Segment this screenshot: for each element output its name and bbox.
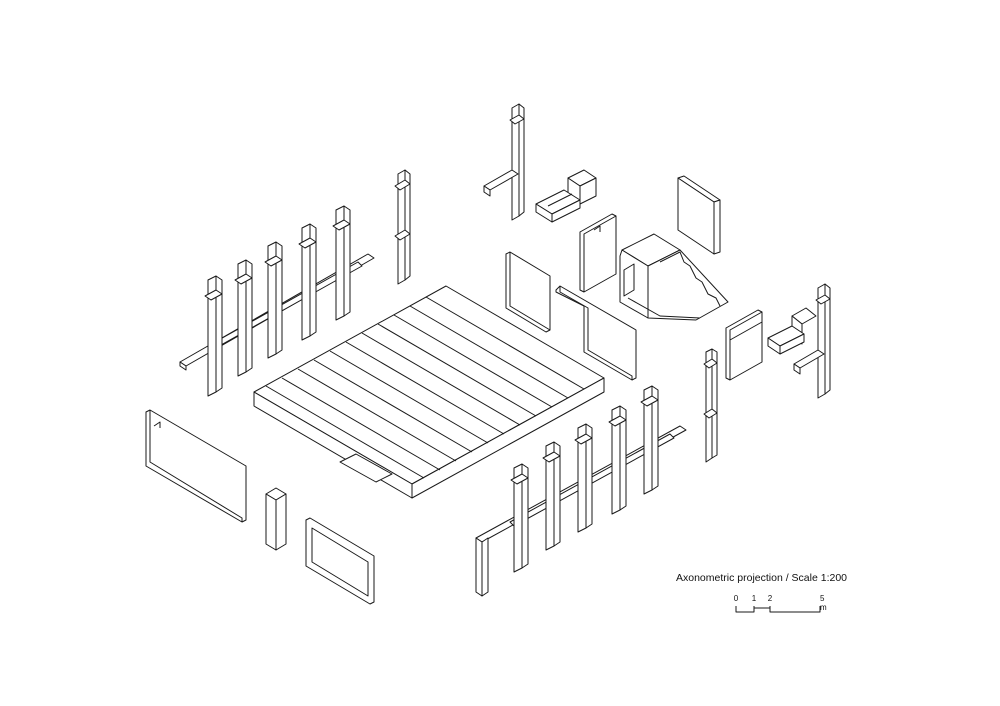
left-frame — [179, 205, 375, 397]
column — [332, 205, 351, 321]
column-with-bracket — [483, 103, 525, 221]
stair-block-small — [535, 169, 597, 223]
column — [204, 275, 223, 397]
scale-label-2: 2 — [767, 594, 773, 603]
column — [298, 223, 317, 341]
floor-deck — [253, 285, 605, 499]
scale-bar-graphic — [735, 606, 821, 613]
scale-label-0: 0 — [733, 594, 739, 603]
slab-top-right — [677, 175, 721, 255]
column — [574, 423, 593, 533]
column — [608, 405, 627, 515]
post-bottom — [265, 487, 287, 551]
stair-core — [619, 233, 729, 321]
wall-panel-large — [145, 409, 247, 523]
wall-panel-middle — [505, 251, 551, 333]
wall-panel-right — [725, 309, 763, 381]
scale-label-1: 1 — [751, 594, 757, 603]
stair-block-right — [767, 307, 817, 355]
l-shaped-wall — [555, 285, 637, 381]
column — [510, 463, 529, 573]
column-right-bracket — [793, 283, 831, 399]
scale-bar: 0 1 2 5 m — [732, 594, 832, 614]
joists — [265, 296, 585, 479]
single-column-right — [703, 348, 718, 463]
column — [264, 241, 283, 359]
column — [542, 441, 561, 551]
wall-panel-small — [579, 213, 617, 293]
window-panel — [305, 517, 375, 605]
column — [234, 259, 253, 377]
column — [640, 385, 659, 495]
deck-landing — [339, 453, 393, 483]
scale-label-5m: 5 m — [820, 594, 827, 612]
drawing-caption: Axonometric projection / Scale 1:200 — [676, 572, 848, 584]
right-frame — [475, 385, 687, 597]
single-column-left — [394, 169, 411, 285]
